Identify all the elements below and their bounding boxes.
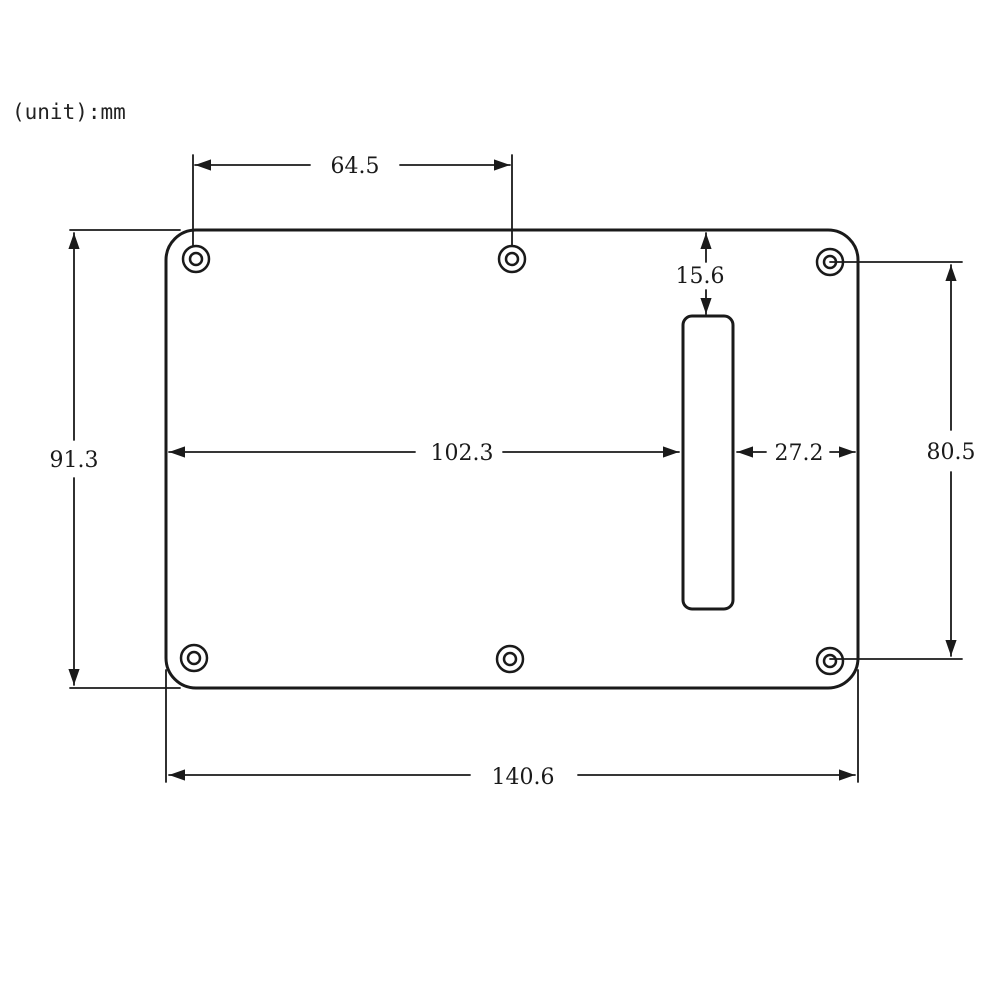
slot-cutout <box>681 314 735 611</box>
extension-lines <box>69 154 963 783</box>
plate-outline <box>164 228 860 690</box>
dim-label-overall-height: 91.3 <box>50 448 99 473</box>
unit-label: (unit):mm <box>12 100 126 124</box>
screw-hole-top-middle <box>497 244 527 274</box>
dim-label-overall-width: 140.6 <box>492 765 555 790</box>
screw-hole-top-left <box>181 244 211 274</box>
screw-hole-bottom-left <box>179 643 209 673</box>
dim-label-slot-left-offset: 102.3 <box>431 441 494 466</box>
screw-hole-bottom-right <box>815 646 845 676</box>
dim-label-hole-vertical-spacing: 80.5 <box>927 440 976 465</box>
screw-hole-bottom-middle <box>495 644 525 674</box>
dim-label-slot-right-offset: 27.2 <box>775 441 824 466</box>
dim-label-slot-top-offset: 15.6 <box>676 264 725 289</box>
dim-label-hole-spacing: 64.5 <box>331 154 380 179</box>
